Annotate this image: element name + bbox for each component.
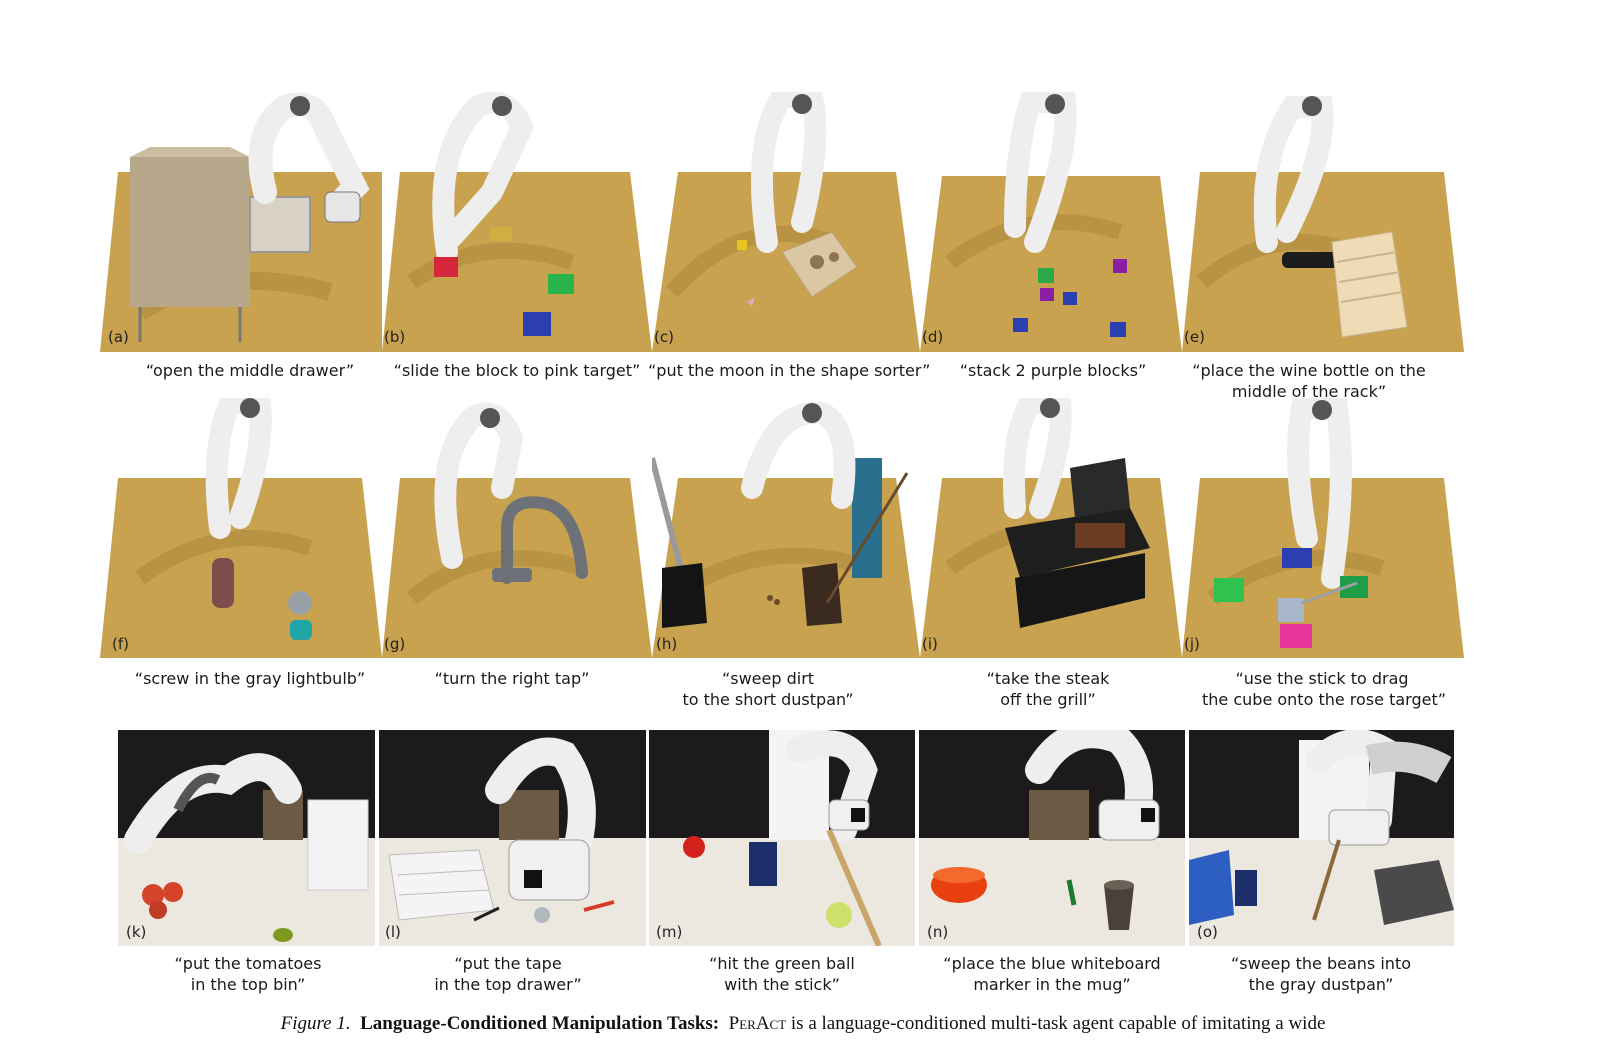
panel-label: (f) <box>112 635 129 653</box>
panel-label: (i) <box>922 635 938 653</box>
panel-label: (e) <box>1184 328 1205 346</box>
panel-j-image <box>1182 398 1464 658</box>
figure-title: Language-Conditioned Manipulation Tasks: <box>360 1013 720 1034</box>
panel-e-image <box>1182 92 1464 352</box>
agent-name: PerAct <box>728 1013 787 1034</box>
panel-label: (l) <box>385 923 401 941</box>
panel-g-image <box>382 398 652 658</box>
panel-b-image <box>382 92 652 352</box>
panel-i-image <box>920 398 1182 658</box>
caption-f: “screw in the gray lightbulb” <box>134 669 366 688</box>
panel-o-photo <box>1189 730 1454 946</box>
panel-k-photo <box>118 730 375 946</box>
panel-c-image <box>652 92 920 352</box>
caption-d: “stack 2 purple blocks” <box>959 361 1147 380</box>
figure-caption-text: is a language-conditioned multi-task age… <box>790 1013 1326 1034</box>
panel-label: (m) <box>656 923 683 941</box>
panel-n-photo <box>919 730 1185 946</box>
panel-label: (c) <box>654 328 674 346</box>
panel-d-image <box>920 92 1182 352</box>
panel-label: (j) <box>1184 635 1200 653</box>
caption-b: “slide the block to pink target” <box>393 361 641 380</box>
caption-g: “turn the right tap” <box>434 669 590 688</box>
panel-label: (n) <box>927 923 949 941</box>
figure-caption: Figure 1. Language-Conditioned Manipulat… <box>0 1013 1606 1035</box>
panel-label: (k) <box>126 923 147 941</box>
caption-c: “put the moon in the shape sorter” <box>648 361 931 380</box>
panel-label: (a) <box>108 328 129 346</box>
panel-label: (h) <box>656 635 678 653</box>
panel-h-image <box>652 398 920 658</box>
panel-label: (b) <box>384 328 406 346</box>
figure-number: Figure 1. <box>280 1013 351 1034</box>
panel-label: (o) <box>1197 923 1218 941</box>
panel-l-photo <box>379 730 646 946</box>
panel-label: (d) <box>922 328 944 346</box>
caption-a: “open the middle drawer” <box>145 361 355 380</box>
panel-f-image <box>100 398 382 658</box>
panel-a-image <box>100 92 382 352</box>
panel-m-photo <box>649 730 915 946</box>
panel-label: (g) <box>384 635 406 653</box>
